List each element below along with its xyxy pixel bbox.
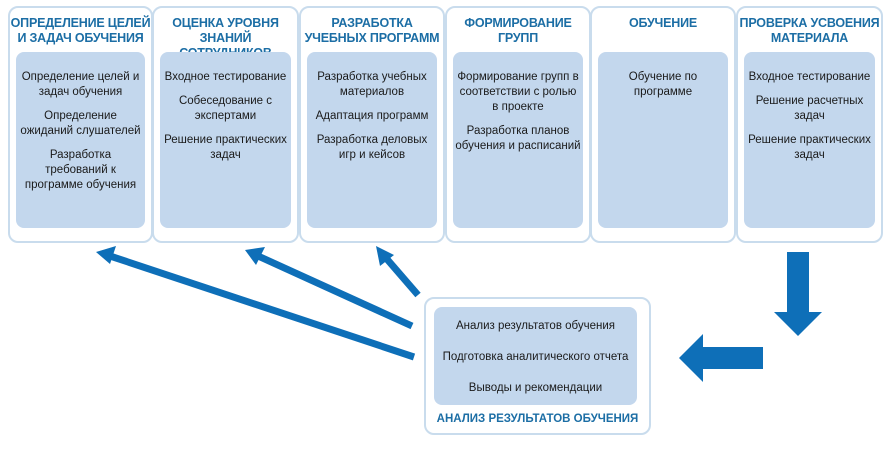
- analysis-box: Анализ результатов обучения Подготовка а…: [424, 297, 651, 435]
- stage-item: Входное тестирование: [748, 71, 871, 83]
- feedback-arrows: [96, 246, 421, 361]
- stage-verification: ПРОВЕРКА УСВОЕНИЯ МАТЕРИАЛА Входное тест…: [736, 6, 883, 243]
- analysis-item: Анализ результатов обучения: [456, 320, 615, 332]
- analysis-items: Анализ результатов обучения Подготовка а…: [434, 307, 637, 405]
- stage-item: Обучение по программе: [628, 71, 698, 98]
- stage-goals: ОПРЕДЕЛЕНИЕ ЦЕЛЕЙ И ЗАДАЧ ОБУЧЕНИЯ Опред…: [8, 6, 153, 243]
- stage-title: ОПРЕДЕЛЕНИЕ ЦЕЛЕЙ И ЗАДАЧ ОБУЧЕНИЯ: [10, 16, 151, 45]
- arrow-down-icon: [774, 252, 822, 336]
- stage-item: Решение расчетных задач: [755, 95, 864, 122]
- analysis-title: АНАЛИЗ РЕЗУЛЬТАТОВ ОБУЧЕНИЯ: [436, 413, 639, 425]
- stage-training: ОБУЧЕНИЕ Обучение по программе: [590, 6, 736, 243]
- stage-groups: ФОРМИРОВАНИЕ ГРУПП Формирование групп в …: [445, 6, 591, 243]
- stage-item: Адаптация программ: [315, 110, 429, 122]
- arrow-up-left-icon: [96, 246, 416, 361]
- stage-items: Определение целей и задач обучения Опред…: [16, 52, 145, 228]
- arrow-up-left-icon: [376, 246, 421, 298]
- arrow-left-icon: [679, 334, 763, 382]
- stage-title: ФОРМИРОВАНИЕ ГРУПП: [464, 16, 572, 45]
- stage-item: Входное тестирование: [164, 71, 287, 83]
- stage-item: Разработка требований к программе обучен…: [24, 149, 137, 191]
- stage-assessment: ОЦЕНКА УРОВНЯ ЗНАНИЙ СОТРУДНИКОВ Входное…: [152, 6, 299, 243]
- stage-item: Решение практических задач: [164, 134, 287, 161]
- stage-items: Разработка учебных материалов Адаптация …: [307, 52, 437, 228]
- stage-item: Разработка учебных материалов: [317, 71, 427, 98]
- stage-items: Входное тестирование Собеседование с экс…: [160, 52, 291, 228]
- stage-programs: РАЗРАБОТКА УЧЕБНЫХ ПРОГРАММ Разработка у…: [299, 6, 445, 243]
- stage-item: Формирование групп в соответствии с роль…: [457, 71, 579, 113]
- stage-item: Разработка деловых игр и кейсов: [316, 134, 428, 161]
- arrow-up-left-icon: [245, 247, 414, 330]
- stage-item: Определение ожиданий слушателей: [20, 110, 141, 137]
- stage-item: Определение целей и задач обучения: [21, 71, 140, 98]
- stage-item: Решение практических задач: [748, 134, 871, 161]
- analysis-item: Выводы и рекомендации: [468, 382, 603, 394]
- stage-item: Собеседование с экспертами: [178, 95, 273, 122]
- stage-items: Обучение по программе: [598, 52, 728, 228]
- analysis-item: Подготовка аналитического отчета: [442, 351, 629, 363]
- stage-item: Разработка планов обучения и расписаний: [455, 125, 581, 152]
- stage-title: ПРОВЕРКА УСВОЕНИЯ МАТЕРИАЛА: [739, 16, 880, 45]
- stage-items: Формирование групп в соответствии с роль…: [453, 52, 583, 228]
- stage-title: ОБУЧЕНИЕ: [628, 16, 698, 30]
- stage-title: РАЗРАБОТКА УЧЕБНЫХ ПРОГРАММ: [304, 16, 440, 45]
- stage-items: Входное тестирование Решение расчетных з…: [744, 52, 875, 228]
